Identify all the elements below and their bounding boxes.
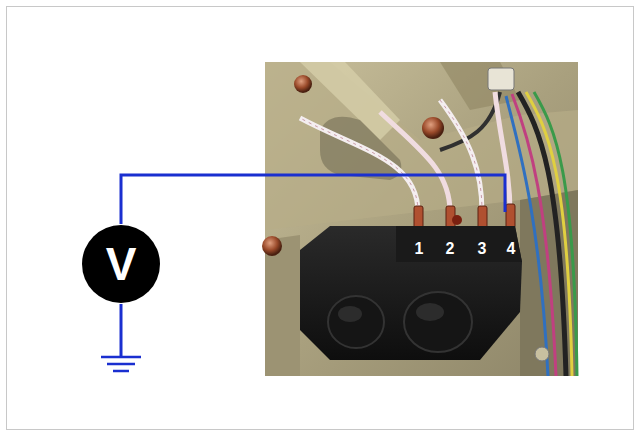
frame: [7, 7, 634, 430]
ground-lead: [120, 304, 123, 356]
pin-number: 2: [446, 241, 455, 257]
meter-letter: V: [106, 241, 137, 287]
pin-number: 1: [415, 241, 424, 257]
pin-number: 3: [478, 241, 487, 257]
pin-number: 4: [507, 241, 516, 257]
voltmeter-symbol: V: [81, 224, 161, 304]
module-photo: [262, 62, 578, 376]
test-lead: [121, 175, 505, 224]
ground-symbol: [101, 357, 141, 371]
